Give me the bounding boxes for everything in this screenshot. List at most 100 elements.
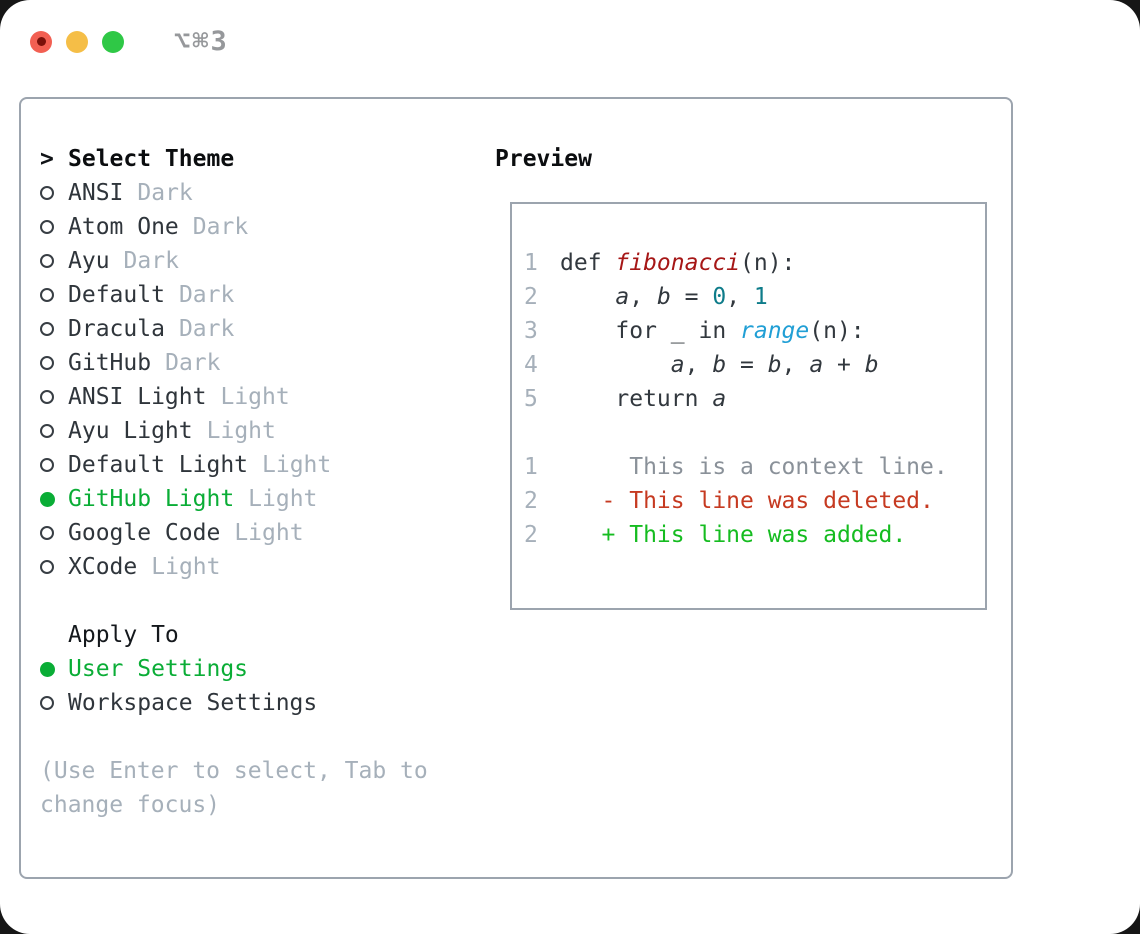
code-text: , — [781, 352, 810, 378]
theme-option-github-dark[interactable]: GitHub Dark — [40, 346, 490, 380]
code-text: return — [560, 386, 713, 412]
deleted-text: - This line was deleted. — [560, 488, 934, 514]
theme-variant: Dark — [165, 350, 221, 376]
number-token: 0 — [712, 284, 727, 310]
close-dot-icon — [36, 37, 46, 46]
context-text: This is a context line. — [560, 454, 948, 480]
variable-token: b — [767, 352, 782, 378]
diff-deleted-line: 2 - This line was deleted. — [524, 484, 975, 518]
variable-token: a — [809, 352, 824, 378]
diff-context-line: 1 This is a context line. — [524, 450, 975, 484]
radio-selected-icon — [40, 661, 68, 677]
line-number: 5 — [524, 386, 538, 412]
theme-option-default-light[interactable]: Default Light Light — [40, 448, 490, 482]
apply-to-header: Apply To — [40, 618, 490, 652]
theme-option-default-dark[interactable]: Default Dark — [40, 278, 490, 312]
line-number: 1 — [524, 454, 538, 480]
apply-option-workspace-settings[interactable]: Workspace Settings — [40, 686, 490, 720]
variable-token: b — [656, 284, 671, 310]
radio-icon — [40, 526, 68, 540]
theme-variant: Dark — [137, 180, 193, 206]
theme-option-github-light[interactable]: GitHub Light Light — [40, 482, 490, 516]
theme-name: ANSI — [68, 180, 124, 206]
code-text — [560, 352, 671, 378]
radio-icon — [40, 356, 68, 370]
radio-icon — [40, 288, 68, 302]
theme-variant: Light — [234, 520, 304, 546]
theme-variant: Light — [248, 486, 318, 512]
code-line: 3 for _ in range(n): — [524, 314, 975, 348]
variable-token: b — [864, 352, 879, 378]
code-text: , — [629, 284, 657, 310]
theme-name: XCode — [68, 554, 138, 580]
line-number: 1 — [524, 250, 538, 276]
line-number: 4 — [524, 352, 538, 378]
theme-name: Dracula — [68, 316, 165, 342]
code-text: def — [560, 250, 616, 276]
theme-option-ansi-dark[interactable]: ANSI Dark — [40, 176, 490, 210]
apply-option-user-settings[interactable]: User Settings — [40, 652, 490, 686]
code-text: + — [823, 352, 865, 378]
function-name-token: fibonacci — [615, 250, 741, 276]
code-line: 1 def fibonacci(n): — [524, 246, 975, 280]
apply-option-label: User Settings — [68, 656, 249, 682]
theme-option-dracula-dark[interactable]: Dracula Dark — [40, 312, 490, 346]
theme-name: GitHub — [68, 350, 152, 376]
line-number: 3 — [524, 318, 538, 344]
code-text: , — [726, 284, 754, 310]
title-bar: ⌥⌘3 — [30, 26, 229, 57]
builtin-token: range — [740, 318, 810, 344]
apply-option-label: Workspace Settings — [68, 690, 318, 716]
theme-variant: Dark — [178, 282, 235, 308]
spacer — [40, 584, 490, 618]
theme-variant: Light — [262, 452, 332, 478]
code-text: (n): — [809, 318, 865, 344]
theme-name: Ayu Light — [68, 418, 193, 444]
theme-name: ANSI Light — [68, 384, 207, 410]
theme-variant: Dark — [123, 248, 179, 274]
line-number: 2 — [524, 488, 538, 514]
radio-icon — [40, 458, 68, 472]
theme-option-ayu-dark[interactable]: Ayu Dark — [40, 244, 490, 278]
theme-variant: Light — [220, 384, 290, 410]
code-line: 5 return a — [524, 382, 975, 416]
focus-caret-icon: > — [40, 146, 54, 172]
theme-option-xcode-light[interactable]: XCode Light — [40, 550, 490, 584]
line-number: 2 — [524, 284, 538, 310]
blank-line — [524, 416, 975, 450]
keyboard-hint: (Use Enter to select, Tab to change focu… — [40, 758, 428, 818]
variable-token: a — [712, 386, 727, 412]
code-text — [560, 284, 615, 310]
theme-option-ansi-light[interactable]: ANSI Light Light — [40, 380, 490, 414]
variable-token: a — [615, 284, 630, 310]
close-button[interactable] — [30, 30, 52, 53]
radio-selected-icon — [40, 491, 68, 507]
theme-option-google-code-light[interactable]: Google Code Light — [40, 516, 490, 550]
code-text: (n): — [740, 250, 796, 276]
minimize-button[interactable] — [66, 30, 88, 53]
theme-variant: Dark — [178, 316, 235, 342]
theme-variant: Light — [206, 418, 276, 444]
theme-name: Google Code — [68, 520, 221, 546]
radio-icon — [40, 424, 68, 438]
zoom-button[interactable] — [102, 30, 124, 53]
theme-name: Atom One — [68, 214, 179, 240]
spacer — [40, 720, 490, 754]
radio-icon — [40, 560, 68, 574]
theme-variant: Dark — [192, 214, 249, 240]
radio-icon — [40, 696, 68, 710]
variable-token: a — [670, 352, 685, 378]
theme-name: Default Light — [68, 452, 249, 478]
radio-icon — [40, 186, 68, 200]
theme-name: Ayu — [68, 248, 110, 274]
code-text: for _ in — [560, 318, 741, 344]
theme-option-atom-one-dark[interactable]: Atom One Dark — [40, 210, 490, 244]
theme-option-ayu-light[interactable]: Ayu Light Light — [40, 414, 490, 448]
code-text: = — [726, 352, 768, 378]
window-title: ⌥⌘3 — [174, 26, 229, 57]
line-number: 2 — [524, 522, 538, 548]
